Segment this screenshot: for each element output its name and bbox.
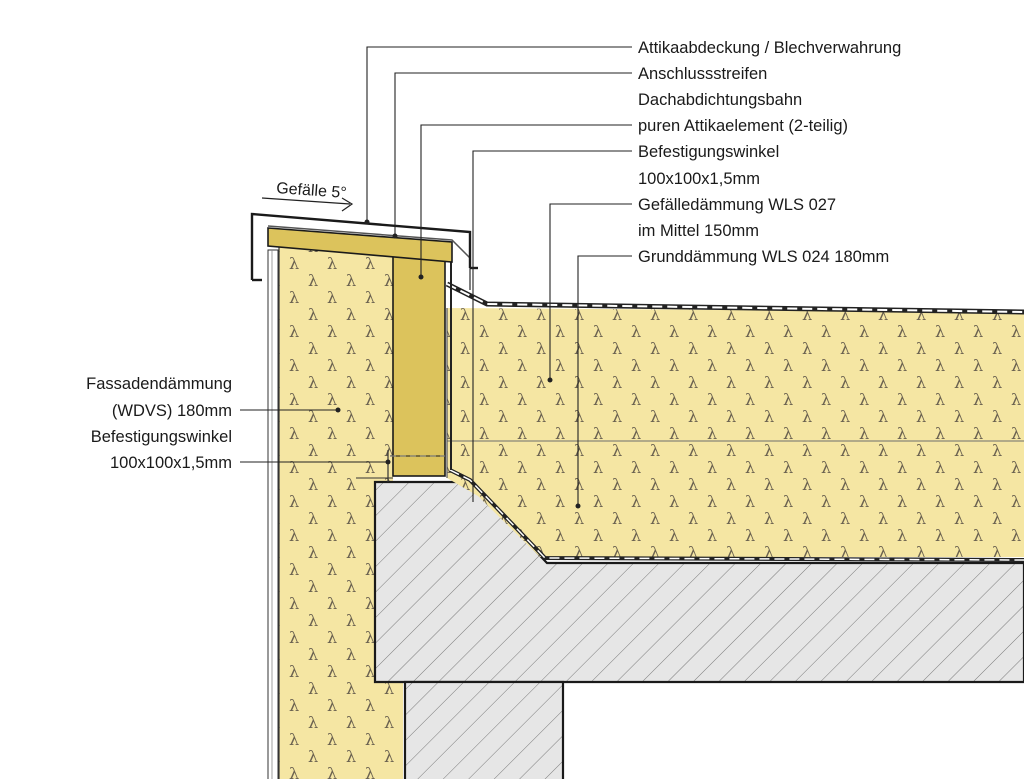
leader-lines-left [240, 409, 388, 463]
roof-membrane [445, 260, 1024, 562]
attika-board [267, 227, 453, 263]
callout-fassadendaemmung: Fassadendämmung [86, 375, 232, 393]
leader-lines-right [366, 46, 632, 506]
callout-attikaelement: puren Attikaelement (2-teilig) [638, 117, 848, 135]
callout-attikaabdeckung: Attikaabdeckung / Blechverwahrung [638, 39, 901, 57]
slope-label: Gefälle 5° [276, 180, 347, 202]
callouts-right: Attikaabdeckung / Blechverwahrung Anschl… [638, 39, 901, 266]
concrete-wall [403, 680, 565, 779]
facade-render [267, 249, 279, 779]
fastening-angle [356, 450, 445, 482]
callout-dachabdichtungsbahn: Dachabdichtungsbahn [638, 91, 802, 109]
callout-befestigungswinkel-size: 100x100x1,5mm [638, 170, 760, 188]
attika-element [392, 245, 446, 477]
slope-arrow [261, 197, 354, 212]
callouts-left: Fassadendämmung (WDVS) 180mm Befestigung… [86, 375, 232, 472]
callout-gefaelledaemmung-thickness: im Mittel 150mm [638, 222, 759, 240]
roof-insulation [446, 308, 1024, 557]
callout-gefaelledaemmung: Gefälledämmung WLS 027 [638, 196, 836, 214]
callout-anschlussstreifen: Anschlussstreifen [638, 65, 767, 83]
connecting-strip [267, 225, 471, 290]
wall-insulation-lower [393, 682, 403, 779]
callout-befestigungswinkel-left-size: 100x100x1,5mm [110, 454, 232, 472]
callout-befestigungswinkel: Befestigungswinkel [638, 143, 779, 161]
metal-coping [250, 212, 478, 282]
callout-befestigungswinkel-left: Befestigungswinkel [91, 428, 232, 446]
callout-grunddaemmung: Grunddämmung WLS 024 180mm [638, 248, 889, 266]
leader-dots [335, 219, 581, 509]
callout-wdvs-thickness: (WDVS) 180mm [112, 402, 232, 420]
